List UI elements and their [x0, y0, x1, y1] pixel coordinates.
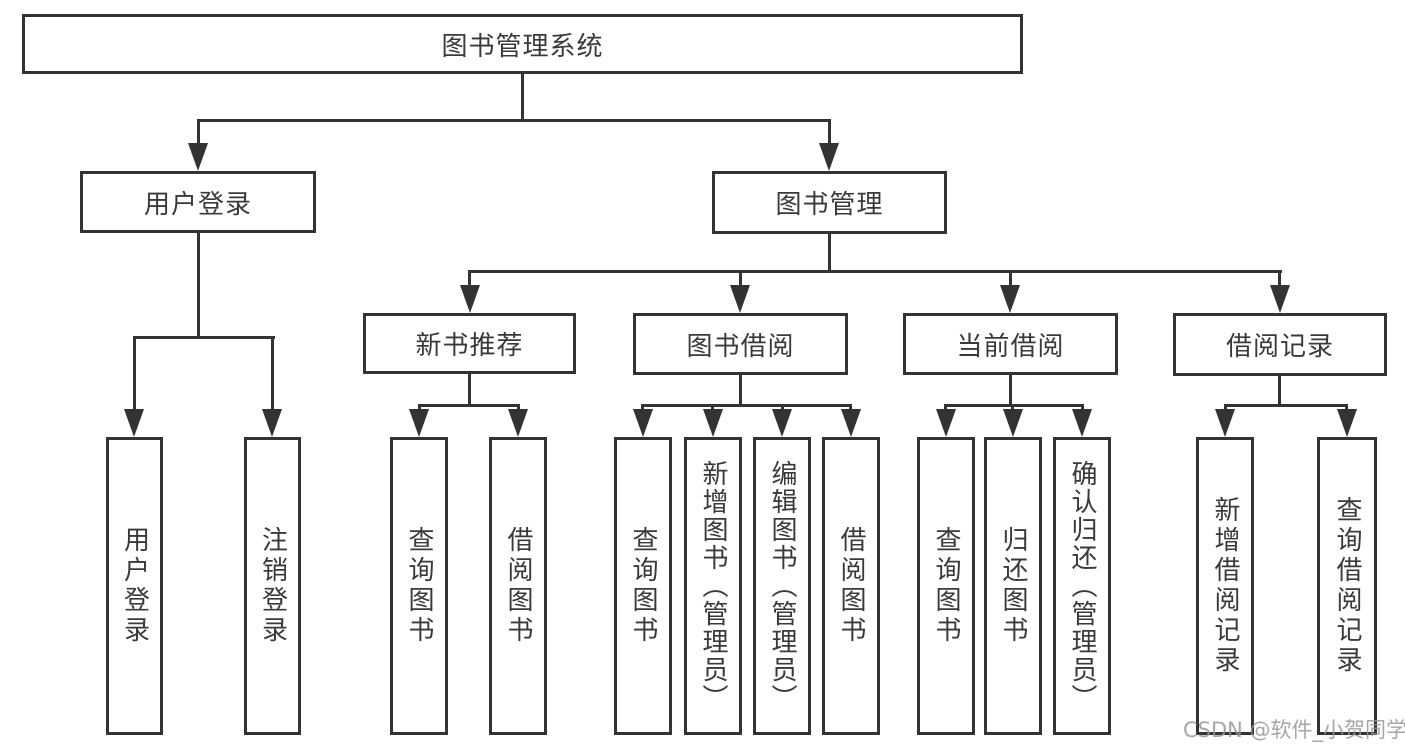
leaf-nbr-query-books-label: 查询图书 — [404, 526, 434, 646]
leaf-bb-edit-books-label: 编辑图书（管理员） — [767, 460, 797, 712]
arrow-to-new-book-recommend — [460, 285, 480, 313]
leaf-cb-confirm-return: 确认归还（管理员） — [1053, 437, 1111, 735]
leaf-bb-edit-books: 编辑图书（管理员） — [753, 437, 811, 735]
connector-user-login-drop — [197, 233, 200, 339]
leaf-bb-borrow-books: 借阅图书 — [822, 437, 880, 735]
leaf-cb-confirm-return-label: 确认归还（管理员） — [1067, 460, 1097, 712]
connector-bb-drop — [739, 375, 742, 407]
connector-stem-user-login — [197, 119, 200, 145]
connector-stem-bb-add — [711, 404, 714, 412]
leaf-br-add-record-label: 新增借阅记录 — [1210, 496, 1240, 676]
connector-stem-nbr-query — [418, 404, 421, 412]
leaf-bb-add-books-label: 新增图书（管理员） — [698, 460, 728, 712]
connector-stem-bb-edit — [781, 404, 784, 412]
connector-bb-rail — [641, 404, 852, 407]
node-current-borrow-label: 当前借阅 — [956, 331, 1065, 362]
connector-stem-br-add — [1224, 404, 1227, 412]
leaf-user-login: 用户登录 — [106, 437, 163, 735]
node-book-management: 图书管理 — [712, 171, 947, 234]
connector-nbr-rail — [418, 404, 520, 407]
leaf-logout: 注销登录 — [244, 437, 301, 735]
connector-br-rail — [1224, 404, 1348, 407]
arrow-to-br-query — [1337, 409, 1357, 437]
arrow-to-book-management — [819, 143, 839, 171]
node-new-book-recommend: 新书推荐 — [363, 313, 576, 374]
node-borrow-record: 借阅记录 — [1173, 313, 1387, 376]
leaf-cb-query-books: 查询图书 — [917, 437, 975, 735]
leaf-bb-borrow-books-label: 借阅图书 — [836, 526, 866, 646]
connector-stem-book-management — [828, 119, 831, 145]
connector-nbr-drop — [468, 374, 471, 407]
arrow-to-br-add — [1215, 409, 1235, 437]
arrow-to-borrow-record — [1270, 285, 1290, 313]
connector-book-management-drop — [828, 234, 831, 272]
leaf-br-add-record: 新增借阅记录 — [1196, 437, 1254, 735]
leaf-br-query-record-label: 查询借阅记录 — [1332, 496, 1362, 676]
connector-stem-cb-query — [944, 404, 947, 412]
leaf-bb-query-books: 查询图书 — [614, 437, 672, 735]
leaf-cb-query-books-label: 查询图书 — [931, 526, 961, 646]
connector-user-login-rail — [133, 336, 275, 339]
connector-stem-current-borrow — [1009, 270, 1012, 286]
node-book-borrow-label: 图书借阅 — [686, 331, 795, 362]
arrow-to-bb-add — [703, 409, 723, 437]
arrow-to-book-borrow — [730, 285, 750, 313]
node-book-borrow: 图书借阅 — [633, 313, 848, 375]
arrow-to-leaf-logout — [262, 409, 282, 437]
connector-root-drop — [521, 74, 524, 122]
node-borrow-record-label: 借阅记录 — [1225, 332, 1334, 362]
leaf-cb-return-books: 归还图书 — [984, 437, 1042, 735]
arrow-to-cb-query — [936, 409, 956, 437]
leaf-logout-label: 注销登录 — [257, 526, 288, 646]
connector-stem-book-borrow — [739, 270, 742, 286]
leaf-bb-query-books-label: 查询图书 — [628, 526, 658, 646]
arrow-to-bb-borrow — [841, 409, 861, 437]
arrow-to-leaf-login — [124, 409, 144, 437]
arrow-to-user-login — [188, 143, 208, 171]
connector-stem-bb-query — [641, 404, 644, 412]
arrow-to-cb-confirm — [1072, 409, 1092, 437]
node-root-label: 图书管理系统 — [441, 31, 604, 62]
leaf-bb-add-books: 新增图书（管理员） — [684, 437, 742, 735]
node-new-book-recommend-label: 新书推荐 — [415, 331, 524, 361]
arrow-to-nbr-borrow — [508, 409, 528, 437]
connector-level1-rail — [197, 119, 831, 122]
leaf-nbr-borrow-books-label: 借阅图书 — [503, 526, 533, 646]
node-current-borrow: 当前借阅 — [903, 313, 1118, 375]
connector-stem-bb-borrow — [849, 404, 852, 412]
node-user-login-label: 用户登录 — [143, 189, 252, 220]
csdn-watermark: CSDN @软件_小贺同学 — [1183, 718, 1405, 742]
connector-stem-borrow-record — [1278, 270, 1281, 286]
connector-stem-new-book-recommend — [468, 270, 471, 286]
connector-stem-leaf-login — [133, 336, 136, 411]
arrow-to-current-borrow — [1000, 285, 1020, 313]
connector-stem-leaf-logout — [271, 336, 274, 411]
node-book-management-label: 图书管理 — [775, 190, 884, 220]
leaf-user-login-label: 用户登录 — [119, 526, 150, 646]
connector-level2-rail — [469, 270, 1282, 273]
arrow-to-cb-return — [1003, 409, 1023, 437]
connector-br-drop — [1278, 376, 1281, 407]
connector-cb-rail — [944, 404, 1084, 407]
leaf-nbr-query-books: 查询图书 — [390, 437, 448, 735]
connector-stem-nbr-borrow — [517, 404, 520, 412]
leaf-nbr-borrow-books: 借阅图书 — [489, 437, 547, 735]
connector-cb-drop — [1009, 375, 1012, 407]
arrow-to-nbr-query — [409, 409, 429, 437]
connector-stem-cb-return — [1011, 404, 1014, 412]
connector-stem-br-query — [1345, 404, 1348, 412]
leaf-cb-return-books-label: 归还图书 — [998, 526, 1028, 646]
node-user-login: 用户登录 — [80, 171, 316, 233]
arrow-to-bb-edit — [772, 409, 792, 437]
arrow-to-bb-query — [633, 409, 653, 437]
connector-stem-cb-confirm — [1081, 404, 1084, 412]
leaf-br-query-record: 查询借阅记录 — [1317, 437, 1377, 735]
node-root: 图书管理系统 — [22, 14, 1023, 74]
